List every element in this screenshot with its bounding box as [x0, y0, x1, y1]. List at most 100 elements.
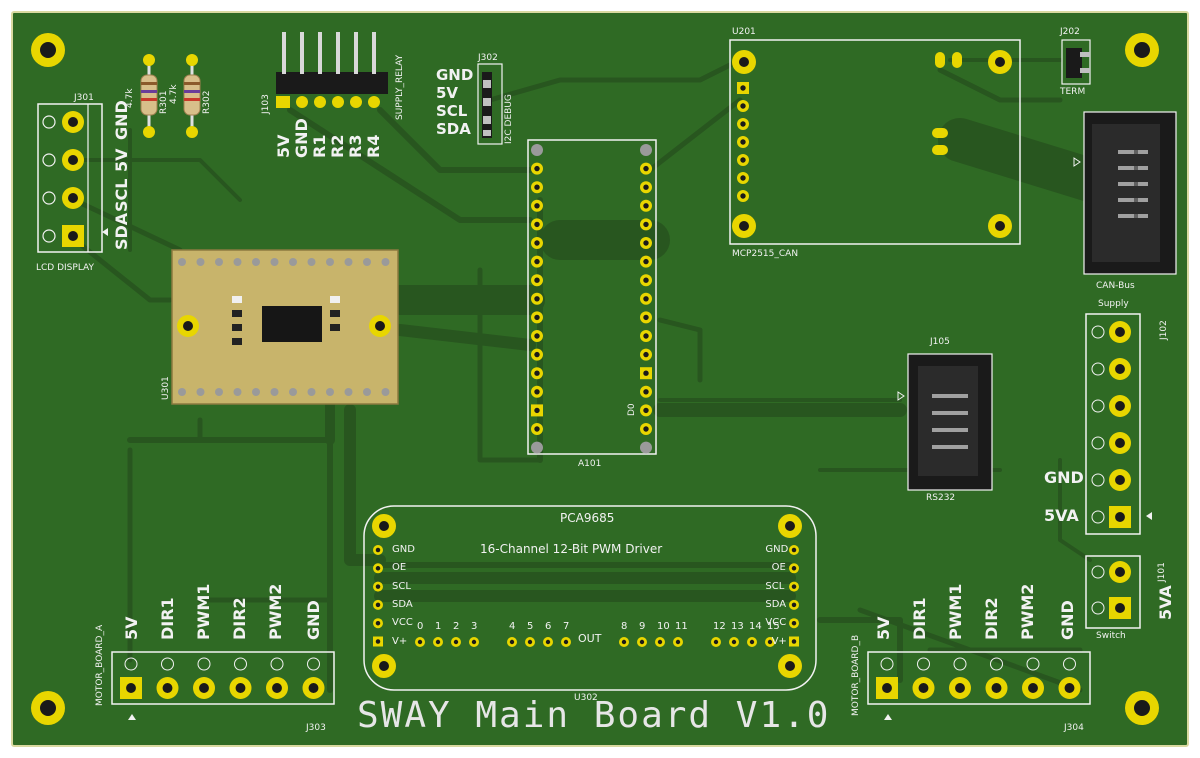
pad-hole [740, 175, 746, 181]
u301-pad [381, 388, 390, 396]
j202-header [1061, 39, 1091, 85]
pad-hole [791, 566, 797, 571]
j301-pin-scl: SCL [112, 178, 131, 212]
pad-hole [534, 277, 540, 283]
rs232-label: RS232 [926, 493, 956, 503]
j102-marker [1091, 362, 1105, 376]
pad-hole [375, 620, 381, 626]
j102-pin-gnd: GND [1044, 468, 1084, 487]
r302-value: 4.7k [169, 84, 179, 104]
can-pin [1118, 150, 1148, 154]
pca-channel-label: 15 [767, 621, 780, 632]
pca-channel-label: 0 [417, 621, 424, 632]
j301-pin-sda: SDA [112, 212, 131, 250]
pca-channel-label: 6 [545, 621, 552, 632]
pad-hole [375, 547, 381, 553]
pad-hole [675, 639, 681, 645]
pad-hole [643, 314, 649, 321]
pca-pin-label: OE [771, 562, 786, 574]
can-bus-header [1073, 111, 1177, 275]
u301-pad [196, 388, 205, 396]
pad-hole [534, 333, 540, 339]
j101-pin-5va: 5VA [1156, 585, 1175, 620]
u301-pad [215, 258, 223, 266]
can-pin [1118, 198, 1148, 202]
j103-pin-r4: R4 [364, 134, 383, 158]
pca-pin-label: VCC [392, 617, 413, 629]
pad-hole [534, 240, 540, 246]
can-pin [1118, 182, 1148, 186]
pad-hole [375, 566, 381, 571]
u301-pad [196, 258, 205, 266]
term-label: TERM [1060, 87, 1086, 97]
pad-hole [740, 103, 746, 109]
r301-ref: R301 [159, 90, 169, 114]
pad-hole [643, 203, 649, 209]
motor-a-pin-pwm2: PWM2 [266, 583, 285, 640]
pad-hole [1115, 364, 1125, 374]
pad-hole [534, 389, 540, 395]
a101-pin [531, 441, 543, 454]
j304-marker [990, 657, 1003, 671]
pad-hole [791, 602, 797, 608]
pca-channel-label: 12 [713, 621, 726, 632]
j302-pin-5v: 5V [436, 84, 459, 102]
i2c-debug-label: I2C DEBUG [504, 94, 514, 144]
motor-b-pin-5v: 5V [874, 616, 893, 640]
pad-hole [308, 683, 319, 693]
pad-hole [375, 639, 381, 644]
j102-ref: J102 [1159, 320, 1169, 340]
pad-hole [1115, 327, 1125, 337]
can-pin-base [1134, 182, 1138, 186]
a101-pin [640, 144, 652, 156]
pad-hole [882, 683, 892, 693]
pad-hole [126, 683, 136, 693]
j303-marker [124, 657, 138, 671]
can-pin-base [1134, 198, 1138, 202]
j102-marker [1091, 399, 1105, 413]
supply-relay-label: SUPPLY_RELAY [395, 54, 405, 120]
pad-hole [235, 683, 246, 693]
j103-pin-5v: 5V [274, 134, 293, 158]
motor-b-pin-dir2: DIR2 [982, 597, 1001, 640]
pad-hole [534, 296, 540, 302]
pca-channel-label: 1 [435, 621, 442, 632]
motor-a-pin-pwm1: PWM1 [194, 583, 213, 640]
j303-marker [197, 657, 211, 671]
pad-hole [643, 333, 649, 339]
pad-hole [162, 683, 173, 693]
j102-connector [1085, 313, 1152, 535]
mounting-holes [31, 33, 1159, 725]
j304-marker [917, 657, 930, 671]
pad-hole [643, 277, 649, 283]
pca-pin-label: SDA [765, 598, 787, 610]
pad-hole [375, 584, 381, 589]
pad-hole [1028, 683, 1038, 693]
u301-pad [233, 258, 242, 266]
pad-hole [767, 639, 773, 645]
j302-ref: J302 [478, 53, 498, 63]
switch-label: Switch [1096, 631, 1126, 641]
a101-pin [640, 441, 652, 454]
pad-hole [534, 184, 540, 190]
pad-hole [643, 258, 649, 265]
pad-hole [527, 639, 533, 645]
j202-ref: J202 [1060, 27, 1080, 37]
motor-a-pin-gnd: GND [304, 600, 323, 640]
pad-hole [471, 639, 477, 645]
u301-pad [344, 388, 353, 396]
pca-channel-label: 9 [639, 621, 646, 632]
pad-hole [1115, 512, 1125, 522]
u302-ref: U302 [574, 693, 598, 703]
pca-channel-label: 13 [731, 621, 744, 632]
j304-ref: J304 [1064, 723, 1084, 733]
a101-d0-label: D0 [627, 403, 637, 416]
pad-hole [740, 85, 746, 91]
u301-pad [270, 388, 279, 396]
pad-hole [791, 639, 797, 644]
j302-pin-sda: SDA [436, 120, 471, 138]
pad-hole [643, 240, 649, 246]
pca-pin-label: GND [765, 544, 789, 555]
j303-marker [234, 657, 247, 671]
